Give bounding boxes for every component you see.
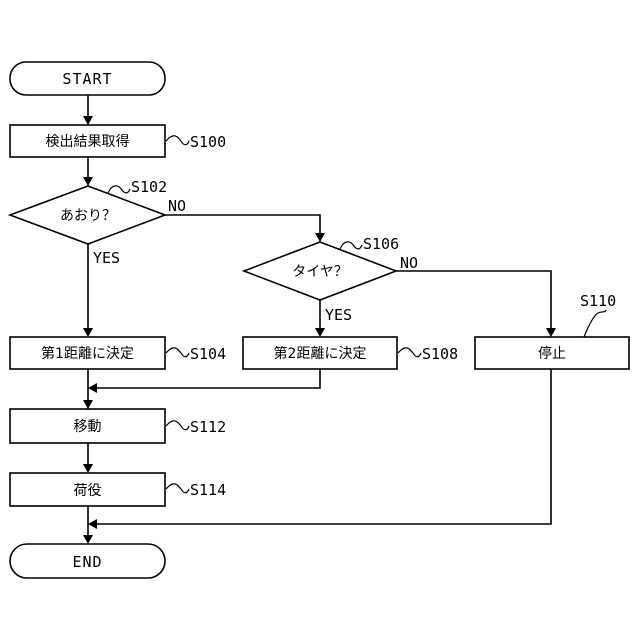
end-terminal: END (10, 544, 165, 578)
step-s108-box: 第2距離に決定 (243, 337, 397, 369)
step-s100-id: S100 (190, 133, 226, 151)
arrowhead (88, 383, 97, 393)
arrowhead (88, 519, 97, 529)
arrowhead (83, 328, 93, 337)
leader-s100 (166, 136, 189, 145)
step-s110-id: S110 (580, 292, 616, 310)
arrowhead (83, 464, 93, 473)
step-s112-id: S112 (190, 418, 226, 436)
s106-yes-label: YES (325, 306, 352, 324)
connector-s106-no (396, 271, 551, 328)
leader-s106 (340, 242, 362, 249)
step-s108-id: S108 (422, 345, 458, 363)
arrowhead (83, 116, 93, 125)
step-s102-id: S102 (131, 178, 167, 196)
step-s106-id: S106 (363, 235, 399, 253)
step-s104-text: 第1距離に決定 (41, 345, 134, 362)
arrowhead (315, 233, 325, 242)
decision-s102-text: あおり？ (60, 208, 116, 224)
start-label: START (62, 70, 112, 88)
start-terminal: START (10, 62, 165, 95)
leader-s104 (166, 348, 189, 357)
step-s114-box: 荷役 (10, 473, 165, 506)
s102-no-label: NO (168, 197, 186, 215)
step-s114-id: S114 (190, 481, 226, 499)
step-s104-box: 第1距離に決定 (10, 337, 165, 369)
arrowhead (315, 328, 325, 337)
leader-s110 (584, 310, 606, 337)
step-s112-box: 移動 (10, 409, 165, 443)
leader-s114 (166, 484, 189, 493)
step-s100-text: 検出結果取得 (46, 133, 130, 150)
leader-s102 (108, 186, 130, 193)
end-label: END (72, 553, 102, 571)
decision-s106-text: タイヤ？ (292, 264, 348, 280)
arrowhead (83, 177, 93, 186)
step-s112-text: 移動 (74, 419, 102, 435)
s106-no-label: NO (400, 254, 418, 272)
arrowhead (83, 400, 93, 409)
connector-s108-merge (97, 369, 320, 388)
leader-s112 (166, 421, 189, 430)
leader-s108 (398, 348, 421, 357)
step-s114-text: 荷役 (74, 483, 102, 499)
arrowhead (83, 535, 93, 544)
step-s100-box: 検出結果取得 (10, 125, 165, 157)
connector-s102-no (165, 215, 320, 233)
arrowhead (546, 328, 556, 337)
step-s110-box: 停止 (475, 337, 629, 369)
step-s104-id: S104 (190, 345, 226, 363)
step-s108-text: 第2距離に決定 (274, 345, 367, 362)
step-s110-text: 停止 (538, 345, 566, 362)
s102-yes-label: YES (93, 249, 120, 267)
